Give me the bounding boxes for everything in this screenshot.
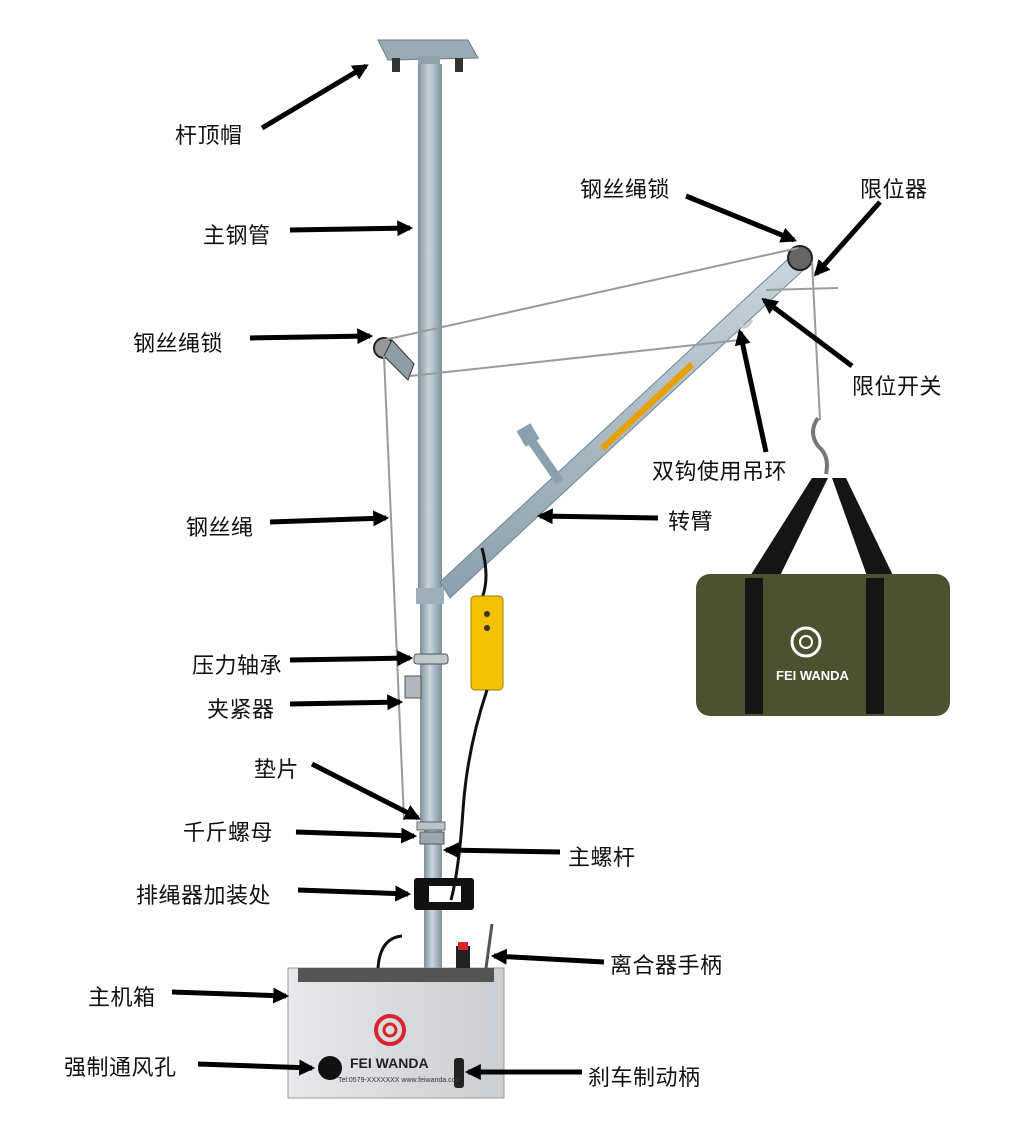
- arrow-wire-lock-left: [249, 328, 374, 345]
- arrow-clutch-handle: [490, 948, 605, 965]
- box-contact: Tel:0579-XXXXXXX www.feiwanda.com: [338, 1077, 462, 1084]
- label-vent-hole: 强制通风孔: [64, 1056, 177, 1081]
- label-main-pipe: 主钢管: [203, 224, 271, 249]
- label-clamp: 夹紧器: [207, 698, 275, 723]
- arrow-main-pipe: [289, 220, 414, 237]
- label-limit-switch: 限位开关: [852, 375, 943, 400]
- bag-brand: FEI WANDA: [776, 668, 850, 683]
- box-brand: FEI WANDA: [350, 1055, 429, 1071]
- label-thrust-bearing: 压力轴承: [192, 654, 283, 679]
- arrow-double-hook: [734, 328, 769, 453]
- arrow-gasket: [310, 761, 421, 821]
- label-main-box: 主机箱: [88, 986, 156, 1011]
- arrow-wire-lock-top: [685, 193, 797, 243]
- wire-ropes: [383, 247, 839, 821]
- nut-ring: [419, 831, 445, 845]
- arrow-thrust-bearing: [289, 650, 414, 667]
- label-wire-lock-top: 钢丝绳锁: [580, 178, 671, 203]
- callout-arrows: [171, 63, 882, 1081]
- arrow-limiter: [813, 200, 882, 277]
- label-main-screw: 主螺杆: [568, 846, 636, 871]
- lower-pole: [420, 594, 442, 824]
- arrow-main-box: [171, 987, 290, 1004]
- label-brake-handle: 刹车制动柄: [588, 1066, 701, 1091]
- label-rope-guide-mount: 排绳器加装处: [136, 884, 272, 909]
- label-double-hook-ring: 双钩使用吊环: [652, 460, 788, 485]
- label-clutch-handle: 离合器手柄: [610, 954, 723, 979]
- arrow-limit-switch: [761, 298, 854, 368]
- arrow-main-screw: [442, 842, 561, 859]
- arrow-rope-guide: [297, 885, 412, 902]
- arrow-vent-hole: [197, 1059, 316, 1076]
- pole-sleeve: [416, 588, 444, 604]
- clamp-block: [404, 675, 422, 699]
- label-wire-lock-left: 钢丝绳锁: [133, 332, 224, 357]
- demo-bag: [696, 478, 950, 716]
- arrow-jack-nut: [295, 827, 418, 844]
- wire-lock-left-part: [373, 337, 415, 381]
- gasket-ring: [416, 821, 446, 831]
- hook: [811, 416, 829, 475]
- bearing-ring: [413, 653, 449, 665]
- swing-arm-part: [439, 245, 813, 599]
- label-limiter: 限位器: [860, 178, 928, 203]
- arrow-clamp: [289, 694, 404, 711]
- label-pole-cap: 杆顶帽: [175, 124, 243, 149]
- label-swing-arm: 转臂: [668, 510, 714, 535]
- label-jack-nut: 千斤螺母: [183, 821, 274, 846]
- arrow-wire-rope: [269, 510, 390, 527]
- label-gasket: 垫片: [254, 758, 300, 783]
- arrow-pole-cap: [260, 63, 369, 131]
- label-wire-rope: 钢丝绳: [186, 516, 254, 541]
- pendant-controller: [449, 547, 504, 901]
- arrow-swing-arm: [536, 508, 659, 525]
